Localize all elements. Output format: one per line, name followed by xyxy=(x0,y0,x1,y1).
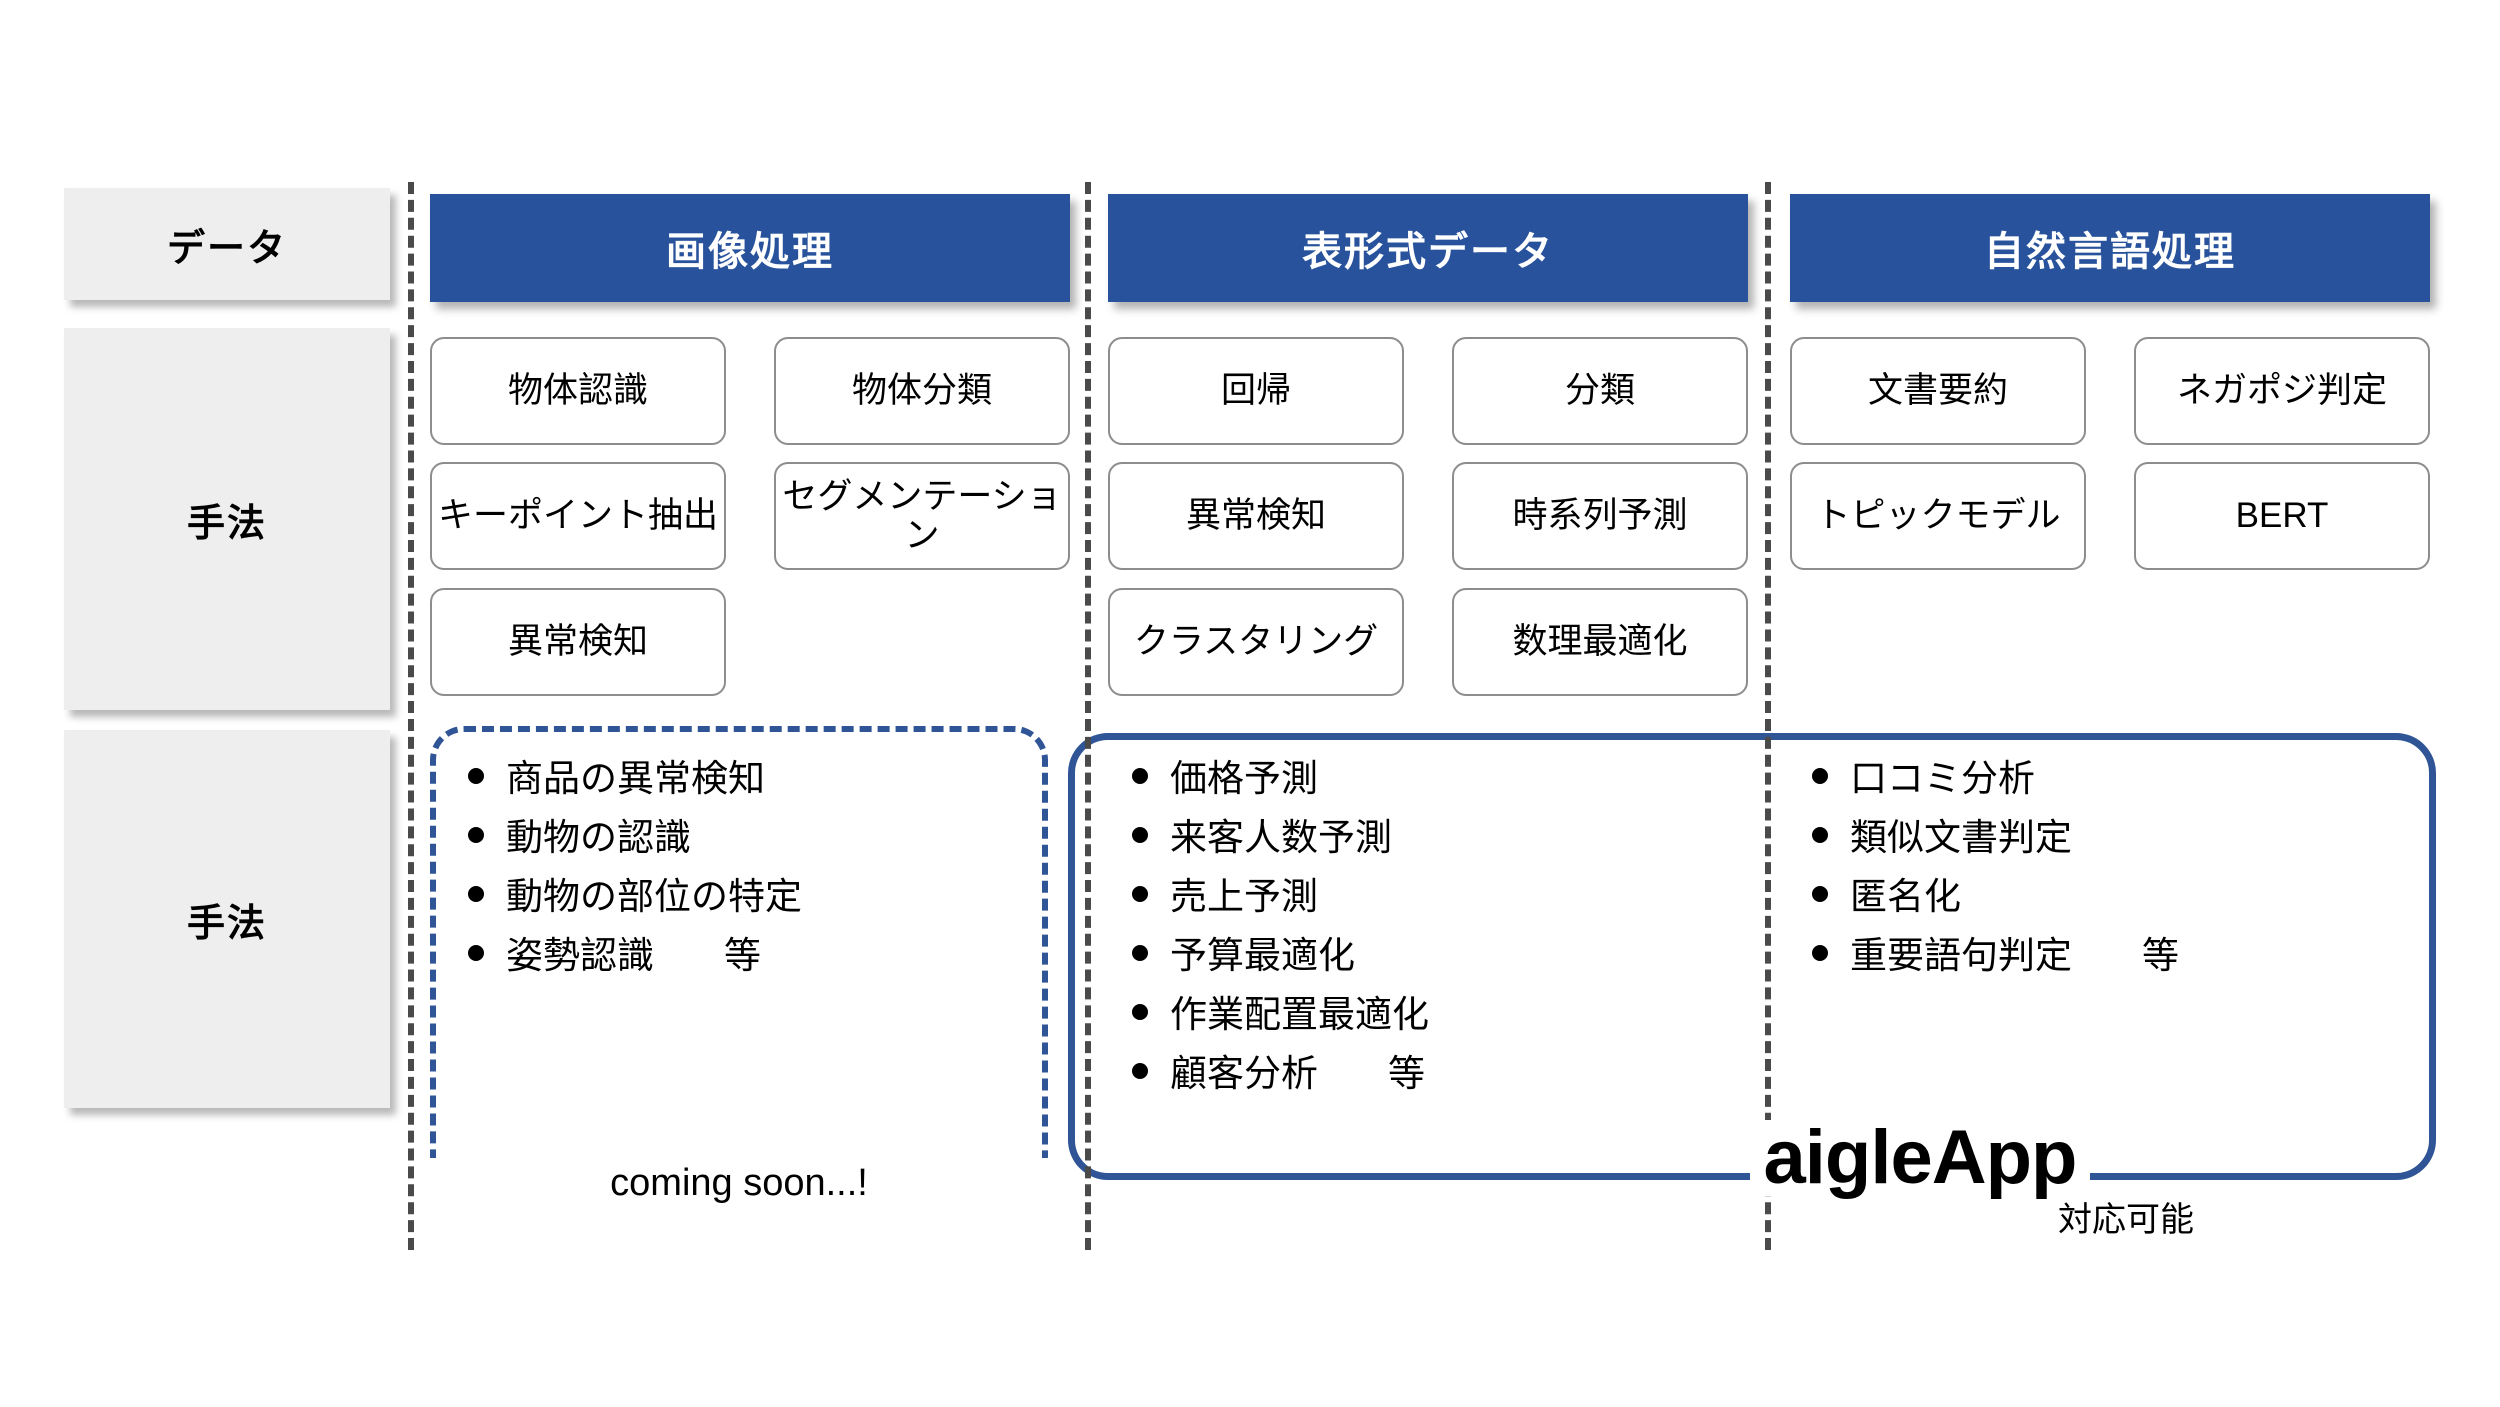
list-item: 動物の認識 xyxy=(468,819,802,856)
list-item-label: 匿名化 xyxy=(1850,876,1961,917)
method-chip[interactable]: ネガポジ判定 xyxy=(2134,337,2430,445)
list-item: 価格予測 xyxy=(1132,760,1429,797)
coming-soon-label: coming soon...! xyxy=(430,1158,1048,1209)
list-item: 匿名化 xyxy=(1812,878,2179,915)
aigleapp-brand: aigleApp 対応可能 xyxy=(1640,1120,2200,1239)
bullet-dot-icon xyxy=(468,945,484,961)
list-item: 動物の部位の特定 xyxy=(468,878,802,915)
list-item: 予算最適化 xyxy=(1132,937,1429,974)
method-chip[interactable]: セグメンテーション xyxy=(774,462,1070,570)
list-item-label: 商品の異常検知 xyxy=(506,758,765,799)
method-chip[interactable]: 異常検知 xyxy=(1108,462,1404,570)
list-item: 来客人数予測 xyxy=(1132,819,1429,856)
bullet-dot-icon xyxy=(468,886,484,902)
bullet-dot-icon xyxy=(1812,945,1828,961)
column-separator-2 xyxy=(1085,182,1091,1250)
column-header-image-processing-text: 画像処理 xyxy=(666,230,834,274)
list-suffix: 等 xyxy=(1388,1053,1425,1094)
bullet-dot-icon xyxy=(1812,827,1828,843)
bullet-dot-icon xyxy=(1812,768,1828,784)
method-chip[interactable]: 物体分類 xyxy=(774,337,1070,445)
list-suffix: 等 xyxy=(2142,935,2179,976)
column-header-image-processing: 画像処理 xyxy=(430,194,1070,302)
list-item-label: 作業配置最適化 xyxy=(1170,994,1429,1035)
usecase-list-tabular-data: 価格予測 来客人数予測 売上予測 予算最適化 作業配置最適化 顧客分析 等 xyxy=(1132,760,1429,1114)
row-label-data: データ xyxy=(64,188,390,300)
bullet-dot-icon xyxy=(1132,827,1148,843)
list-item-label: 来客人数予測 xyxy=(1170,817,1392,858)
row-label-methods-text: 手法 xyxy=(186,502,267,545)
row-label-usecases-text: 手法 xyxy=(186,902,267,945)
method-chip[interactable]: 文書要約 xyxy=(1790,337,2086,445)
aigleapp-brand-subtitle: 対応可能 xyxy=(2058,1201,2194,1239)
bullet-dot-icon xyxy=(1132,1063,1148,1079)
usecase-list-nlp: 口コミ分析 類似文書判定 匿名化 重要語句判定 等 xyxy=(1812,760,2179,996)
method-chip[interactable]: 回帰 xyxy=(1108,337,1404,445)
bullet-dot-icon xyxy=(468,827,484,843)
column-header-nlp: 自然言語処理 xyxy=(1790,194,2430,302)
row-label-usecases: 手法 xyxy=(64,730,390,1108)
method-chip[interactable]: 物体認識 xyxy=(430,337,726,445)
list-suffix: 等 xyxy=(724,935,761,976)
list-item-label: 類似文書判定 xyxy=(1850,817,2072,858)
list-item-label: 動物の部位の特定 xyxy=(506,876,802,917)
list-item-label: 予算最適化 xyxy=(1170,935,1355,976)
method-chip[interactable]: BERT xyxy=(2134,462,2430,570)
aigleapp-brand-name: aigleApp xyxy=(1749,1120,2091,1196)
bullet-dot-icon xyxy=(1812,886,1828,902)
row-label-methods: 手法 xyxy=(64,328,390,710)
list-item-label: 動物の認識 xyxy=(506,817,691,858)
bullet-dot-icon xyxy=(1132,768,1148,784)
list-item: 姿勢認識 等 xyxy=(468,937,802,974)
method-chip[interactable]: 異常検知 xyxy=(430,588,726,696)
method-chip[interactable]: キーポイント抽出 xyxy=(430,462,726,570)
method-chip[interactable]: 数理最適化 xyxy=(1452,588,1748,696)
list-item-label: 口コミ分析 xyxy=(1850,758,2035,799)
list-item: 口コミ分析 xyxy=(1812,760,2179,797)
bullet-dot-icon xyxy=(1132,945,1148,961)
column-separator-3 xyxy=(1765,182,1771,1250)
method-chip[interactable]: トピックモデル xyxy=(1790,462,2086,570)
column-header-tabular-data-text: 表形式データ xyxy=(1302,230,1554,274)
list-item: 売上予測 xyxy=(1132,878,1429,915)
list-item: 類似文書判定 xyxy=(1812,819,2179,856)
bullet-dot-icon xyxy=(468,768,484,784)
list-item-label: 顧客分析 xyxy=(1170,1053,1318,1094)
list-item: 商品の異常検知 xyxy=(468,760,802,797)
usecase-list-image-processing: 商品の異常検知 動物の認識 動物の部位の特定 姿勢認識 等 xyxy=(468,760,802,996)
list-item: 顧客分析 等 xyxy=(1132,1055,1429,1092)
column-separator-1 xyxy=(408,182,414,1250)
row-label-data-text: データ xyxy=(166,227,287,270)
method-chip[interactable]: 時系列予測 xyxy=(1452,462,1748,570)
list-item-label: 売上予測 xyxy=(1170,876,1318,917)
list-item-label: 重要語句判定 xyxy=(1850,935,2072,976)
method-chip[interactable]: 分類 xyxy=(1452,337,1748,445)
column-header-tabular-data: 表形式データ xyxy=(1108,194,1748,302)
list-item: 作業配置最適化 xyxy=(1132,996,1429,1033)
list-item: 重要語句判定 等 xyxy=(1812,937,2179,974)
column-header-nlp-text: 自然言語処理 xyxy=(1984,230,2236,274)
bullet-dot-icon xyxy=(1132,886,1148,902)
method-chip[interactable]: クラスタリング xyxy=(1108,588,1404,696)
list-item-label: 姿勢認識 xyxy=(506,935,654,976)
list-item-label: 価格予測 xyxy=(1170,758,1318,799)
bullet-dot-icon xyxy=(1132,1004,1148,1020)
